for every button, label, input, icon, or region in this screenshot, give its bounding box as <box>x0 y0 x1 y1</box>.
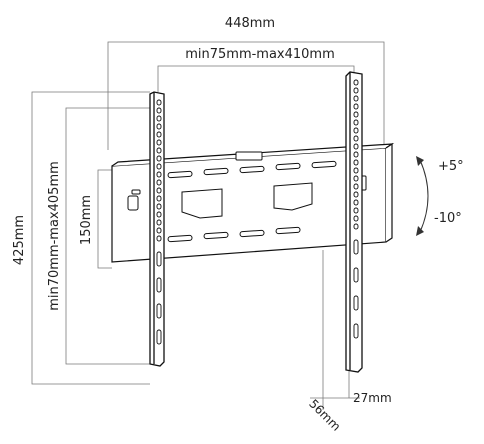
arm-hole <box>156 195 162 202</box>
arm-hole <box>156 179 162 186</box>
depth-min-label: 27mm <box>353 391 392 405</box>
arm-hole <box>156 147 162 154</box>
arm-hole <box>353 215 359 222</box>
hole-height-label: min70mm-max405mm <box>47 161 62 311</box>
overall-width-label: 448mm <box>225 16 275 31</box>
overall-width-dimension <box>107 41 385 150</box>
tilt-up-label: +5° <box>438 159 464 174</box>
right-vertical-arm <box>345 71 363 373</box>
arm-hole <box>156 211 162 218</box>
arm-slot <box>353 323 359 339</box>
overall-height-dimension <box>31 91 150 385</box>
arm-slot <box>353 295 359 311</box>
plate-height-label: 150mm <box>79 195 94 245</box>
arm-hole <box>353 167 359 174</box>
arm-hole <box>156 123 162 130</box>
hole-width-dimension <box>157 65 355 92</box>
arm-hole <box>353 199 359 206</box>
arm-hole <box>353 175 359 182</box>
arm-hole <box>156 163 162 170</box>
arm-hole <box>156 187 162 194</box>
arm-hole <box>156 203 162 210</box>
arm-hole <box>353 111 359 118</box>
arm-slot <box>156 277 162 293</box>
arm-hole <box>353 95 359 102</box>
arm-hole <box>156 227 162 234</box>
arm-slot <box>353 239 359 255</box>
arm-hole <box>353 103 359 110</box>
arm-hole <box>156 139 162 146</box>
tilt-down-label: -10° <box>434 211 462 226</box>
arm-hole <box>156 99 162 106</box>
arm-hole <box>353 207 359 214</box>
tilt-arrow <box>416 156 429 236</box>
arm-hole <box>353 87 359 94</box>
arm-hole <box>353 183 359 190</box>
arm-hole <box>156 235 162 242</box>
arm-hole <box>353 191 359 198</box>
hole-width-label: min75mm-max410mm <box>185 47 335 62</box>
arm-hole <box>353 159 359 166</box>
left-vertical-arm <box>149 91 165 367</box>
arm-hole <box>353 119 359 126</box>
arm-hole <box>353 223 359 230</box>
arm-slot <box>156 251 162 267</box>
arm-hole <box>156 171 162 178</box>
arm-hole <box>156 131 162 138</box>
depth-max-label: 56mm <box>306 397 343 434</box>
hole-height-dimension <box>65 107 150 365</box>
wall-plate <box>111 142 395 263</box>
arm-hole <box>353 135 359 142</box>
arm-hole <box>156 107 162 114</box>
arm-hole <box>353 143 359 150</box>
plate-height-dimension <box>97 169 112 269</box>
arm-hole <box>156 219 162 226</box>
arm-hole <box>156 155 162 162</box>
arm-slot <box>353 267 359 283</box>
arm-hole <box>353 79 359 86</box>
overall-height-label: 425mm <box>12 215 27 265</box>
arm-hole <box>353 127 359 134</box>
arm-slot <box>156 303 162 319</box>
depth-dimension <box>310 250 360 410</box>
arm-slot <box>156 329 162 345</box>
arm-hole <box>156 115 162 122</box>
arm-hole <box>353 151 359 158</box>
